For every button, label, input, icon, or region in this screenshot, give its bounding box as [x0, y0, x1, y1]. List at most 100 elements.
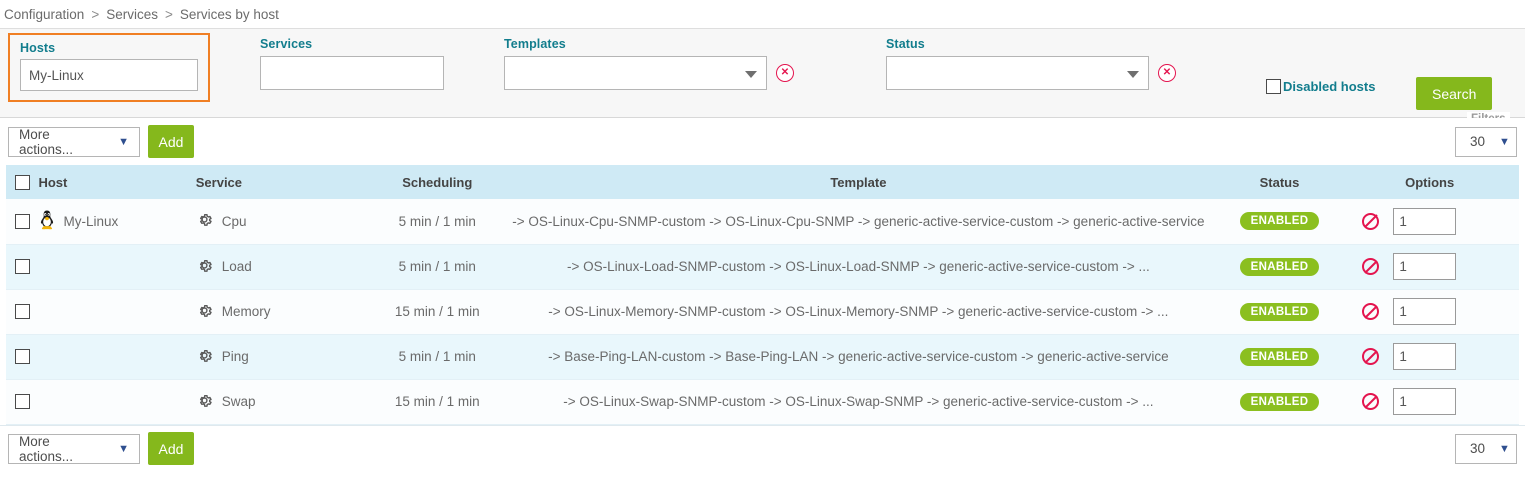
- table-row[interactable]: Memory 15 min / 1 min-> OS-Linux-Memory-S…: [6, 289, 1519, 335]
- disabled-hosts-label: Disabled hosts: [1283, 79, 1376, 94]
- column-header-options[interactable]: Options: [1340, 165, 1519, 199]
- quantity-input[interactable]: [1393, 207, 1457, 235]
- cell-scheduling: 15 min / 1 min: [376, 379, 499, 425]
- filter-label-status: Status: [886, 37, 925, 51]
- cell-scheduling: 5 min / 1 min: [376, 199, 499, 245]
- filter-label-hosts: Hosts: [20, 41, 56, 55]
- breadcrumb-separator: >: [91, 6, 100, 22]
- quantity-input[interactable]: [1393, 253, 1457, 280]
- row-checkbox[interactable]: [14, 214, 30, 230]
- filter-bar: Hosts Services Templates ✕ Status: [0, 28, 1525, 126]
- breadcrumb-item-services-by-host[interactable]: Services by host: [179, 6, 279, 22]
- cell-host: My-Linux: [38, 199, 196, 245]
- cell-template: -> OS-Linux-Load-SNMP-custom -> OS-Linux…: [498, 244, 1219, 290]
- row-select-cell: [6, 379, 39, 425]
- filter-label-services: Services: [260, 37, 313, 51]
- filter-group-hosts: Hosts: [8, 33, 210, 102]
- row-checkbox[interactable]: [14, 304, 30, 320]
- chevron-down-icon: [1127, 71, 1139, 78]
- deny-icon[interactable]: [1362, 303, 1380, 320]
- cell-scheduling: 5 min / 1 min: [376, 244, 499, 290]
- row-select-cell: [6, 199, 39, 245]
- select-all-checkbox[interactable]: [14, 175, 30, 191]
- more-actions-label-top: More actions...: [19, 126, 74, 157]
- column-header-template[interactable]: Template: [498, 165, 1219, 199]
- breadcrumb-item-configuration[interactable]: Configuration: [4, 6, 85, 22]
- quantity-input[interactable]: [1393, 298, 1457, 325]
- clear-templates-icon[interactable]: ✕: [776, 64, 794, 82]
- more-actions-select-top[interactable]: More actions... ▼: [8, 126, 140, 157]
- cell-status: ENABLED: [1218, 379, 1341, 425]
- cell-status: ENABLED: [1218, 334, 1341, 380]
- status-badge: ENABLED: [1239, 392, 1320, 411]
- gear-icon: [196, 347, 213, 367]
- host-name[interactable]: My-Linux: [63, 213, 119, 229]
- page-size-value-top: 30: [1470, 134, 1486, 149]
- services-input[interactable]: [260, 56, 444, 90]
- row-select-cell: [6, 244, 39, 290]
- page-size-select-top[interactable]: 30 ▼: [1455, 126, 1517, 157]
- cell-status: ENABLED: [1218, 199, 1341, 245]
- service-name[interactable]: Cpu: [221, 213, 247, 229]
- clear-status-icon[interactable]: ✕: [1158, 64, 1176, 82]
- deny-icon[interactable]: [1362, 393, 1380, 410]
- deny-icon[interactable]: [1362, 212, 1380, 230]
- add-button-bottom[interactable]: Add: [148, 432, 194, 465]
- breadcrumb-item-services[interactable]: Services: [106, 6, 158, 22]
- more-actions-select-bottom[interactable]: More actions... ▼: [8, 433, 140, 464]
- more-actions-label-bottom: More actions...: [19, 433, 74, 464]
- column-header-host[interactable]: Host: [38, 165, 196, 199]
- service-name[interactable]: Load: [221, 259, 252, 274]
- quantity-input[interactable]: [1393, 343, 1457, 370]
- toolbar-top: More actions... ▼ Add 30 ▼: [0, 118, 1525, 165]
- disabled-hosts-group: Disabled hosts: [1266, 79, 1375, 94]
- filter-group-services: Services: [260, 37, 444, 90]
- service-name[interactable]: Memory: [221, 304, 271, 319]
- gear-icon: [196, 392, 213, 412]
- cell-template: -> OS-Linux-Memory-SNMP-custom -> OS-Lin…: [498, 289, 1219, 335]
- service-name[interactable]: Ping: [221, 349, 249, 364]
- disabled-hosts-checkbox[interactable]: [1266, 79, 1281, 94]
- deny-icon[interactable]: [1362, 258, 1380, 275]
- cell-options: [1340, 199, 1519, 245]
- row-checkbox[interactable]: [14, 349, 30, 365]
- row-checkbox[interactable]: [14, 394, 30, 410]
- status-badge: ENABLED: [1239, 212, 1320, 231]
- row-checkbox[interactable]: [14, 259, 30, 275]
- add-button-top[interactable]: Add: [148, 125, 194, 158]
- cell-service: Swap: [195, 379, 377, 425]
- column-header-scheduling[interactable]: Scheduling: [376, 165, 499, 199]
- page-size-value-bottom: 30: [1470, 441, 1486, 456]
- table-header-row: Host Service Scheduling Template Status …: [6, 165, 1519, 199]
- cell-host: [38, 379, 196, 425]
- cell-options: [1340, 289, 1519, 335]
- row-select-cell: [6, 334, 39, 380]
- chevron-down-icon: ▼: [1499, 442, 1510, 455]
- quantity-input[interactable]: [1393, 388, 1457, 415]
- status-badge: ENABLED: [1239, 347, 1320, 366]
- cell-options: [1340, 334, 1519, 380]
- column-header-service[interactable]: Service: [195, 165, 377, 199]
- gear-icon: [196, 257, 213, 277]
- templates-select[interactable]: [504, 56, 767, 90]
- toolbar-bottom: More actions... ▼ Add 30 ▼: [0, 424, 1525, 472]
- deny-icon[interactable]: [1362, 348, 1380, 365]
- filter-label-templates: Templates: [504, 37, 566, 51]
- status-select[interactable]: [886, 56, 1149, 90]
- breadcrumb: Configuration > Services > Services by h…: [0, 0, 1525, 28]
- table-row[interactable]: Swap 15 min / 1 min-> OS-Linux-Swap-SNMP-…: [6, 379, 1519, 425]
- table-row[interactable]: Load 5 min / 1 min-> OS-Linux-Load-SNMP-c…: [6, 244, 1519, 290]
- column-header-status[interactable]: Status: [1218, 165, 1341, 199]
- search-button[interactable]: Search: [1416, 77, 1493, 110]
- cell-template: -> OS-Linux-Swap-SNMP-custom -> OS-Linux…: [498, 379, 1219, 425]
- cell-scheduling: 15 min / 1 min: [376, 289, 499, 335]
- page-size-select-bottom[interactable]: 30 ▼: [1455, 433, 1517, 464]
- cell-service: Cpu: [195, 199, 377, 245]
- service-name[interactable]: Swap: [221, 394, 256, 409]
- hosts-input[interactable]: [20, 59, 198, 91]
- cell-status: ENABLED: [1218, 244, 1341, 290]
- cell-options: [1340, 379, 1519, 425]
- cell-host: [38, 244, 196, 290]
